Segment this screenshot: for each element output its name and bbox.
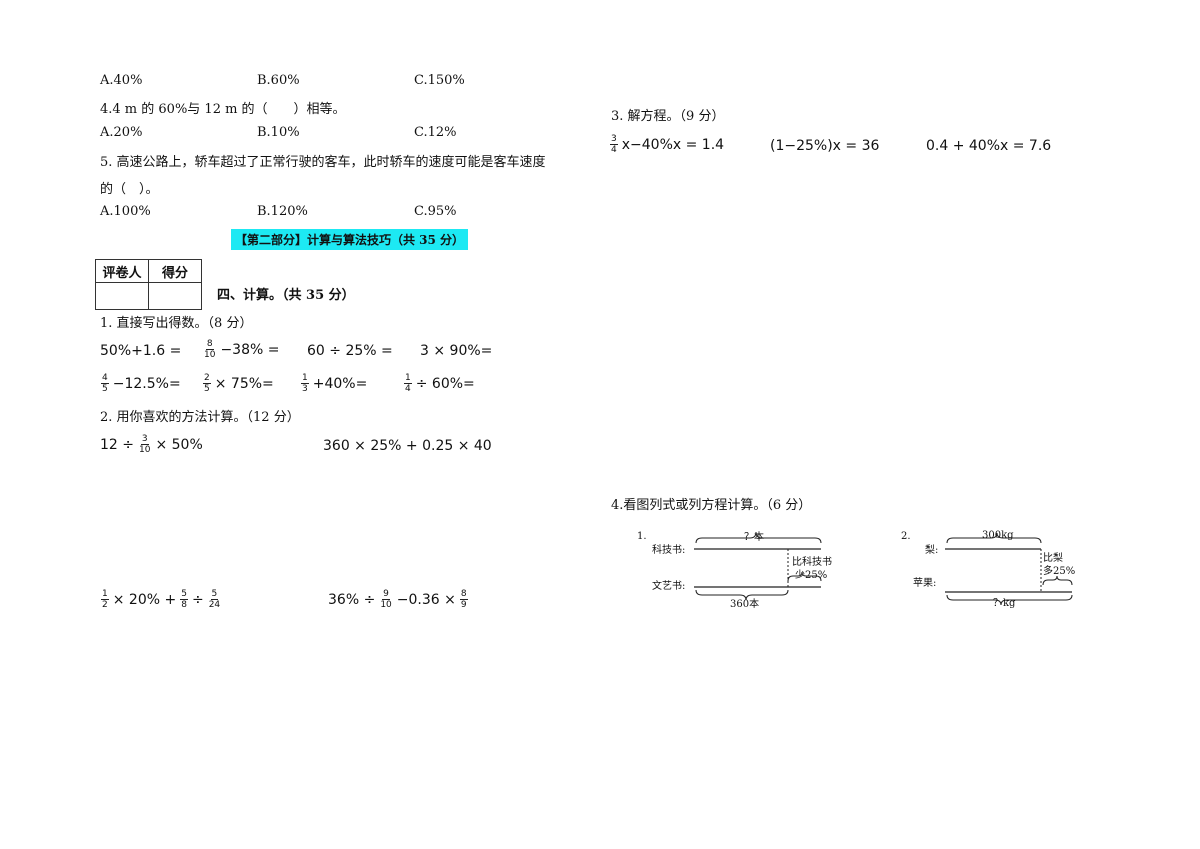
diagram-2-label-apple: 苹果: bbox=[913, 576, 936, 589]
diagram-fruits: 2. 梨: 300kg 比梨 多25% 苹果: ？kg bbox=[901, 530, 1075, 609]
diagram-1-label-literature: 文艺书: bbox=[652, 579, 685, 592]
equation-3: 0.4 + 40%x = 7.6 bbox=[926, 138, 1052, 154]
diagram-1-label-science: 科技书: bbox=[652, 543, 685, 556]
q5-option-b: B.120% bbox=[257, 204, 308, 219]
sub4-title: 4.看图列式或列方程计算。（6 分） bbox=[611, 498, 812, 513]
diagram-2-value: 300kg bbox=[982, 530, 1014, 541]
diagram-1-number: 1. bbox=[637, 531, 647, 542]
diagram-2-note-line1: 比梨 bbox=[1043, 551, 1063, 564]
diagram-1-value: 360本 bbox=[730, 597, 759, 610]
oral-1: 50%+1.6 = bbox=[100, 343, 182, 359]
diagram-1-note-line2: 少25% bbox=[795, 569, 827, 581]
equation-2: (1−25%)x = 36 bbox=[770, 138, 880, 154]
section-banner: 【第二部分】计算与算法技巧（共 35 分） bbox=[231, 229, 469, 250]
diagram-books: 1. 科技书: ？本 比科技书 少25% 文艺书: 360本 bbox=[637, 530, 832, 610]
oral-4: 3 × 90%= bbox=[420, 343, 493, 359]
score-table-score-cell[interactable] bbox=[148, 282, 202, 310]
part4-title: 四、计算。（共 35 分） bbox=[217, 288, 355, 303]
score-table-grader-cell[interactable] bbox=[95, 282, 149, 310]
q4-option-b: B.10% bbox=[257, 125, 300, 140]
sub1-title: 1. 直接写出得数。（8 分） bbox=[100, 316, 253, 331]
q4-option-a: A.20% bbox=[100, 125, 143, 140]
option-c: C.150% bbox=[414, 73, 465, 88]
q5-option-c: C.95% bbox=[414, 204, 457, 219]
score-table-score-header: 得分 bbox=[148, 259, 202, 283]
score-table: 评卷人 得分 bbox=[95, 259, 202, 310]
diagram-2-number: 2. bbox=[901, 531, 911, 542]
diagram-2-label-pear: 梨: bbox=[925, 543, 938, 556]
diagram-1-question: ？本 bbox=[744, 530, 764, 543]
q4-option-c: C.12% bbox=[414, 125, 457, 140]
q5-option-a: A.100% bbox=[100, 204, 151, 219]
diagram-1-note-line1: 比科技书 bbox=[792, 555, 832, 568]
question-5-line2: 的（ ）。 bbox=[100, 182, 159, 197]
question-5-line1: 5. 高速公路上，轿车超过了正常行驶的客车，此时轿车的速度可能是客车速度 bbox=[100, 155, 546, 170]
sub2-title: 2. 用你喜欢的方法计算。（12 分） bbox=[100, 410, 300, 425]
diagram-2-note-line2: 多25% bbox=[1043, 564, 1075, 577]
option-a: A.40% bbox=[100, 73, 143, 88]
oral-3: 60 ÷ 25% = bbox=[307, 343, 393, 359]
question-4: 4.4 m 的 60%与 12 m 的（ ）相等。 bbox=[100, 102, 346, 117]
sub3-title: 3. 解方程。（9 分） bbox=[611, 109, 725, 124]
score-table-grader-header: 评卷人 bbox=[95, 259, 149, 283]
option-b: B.60% bbox=[257, 73, 300, 88]
calc-2: 360 × 25% + 0.25 × 40 bbox=[323, 438, 492, 454]
diagram-2-question: ？kg bbox=[993, 598, 1016, 609]
